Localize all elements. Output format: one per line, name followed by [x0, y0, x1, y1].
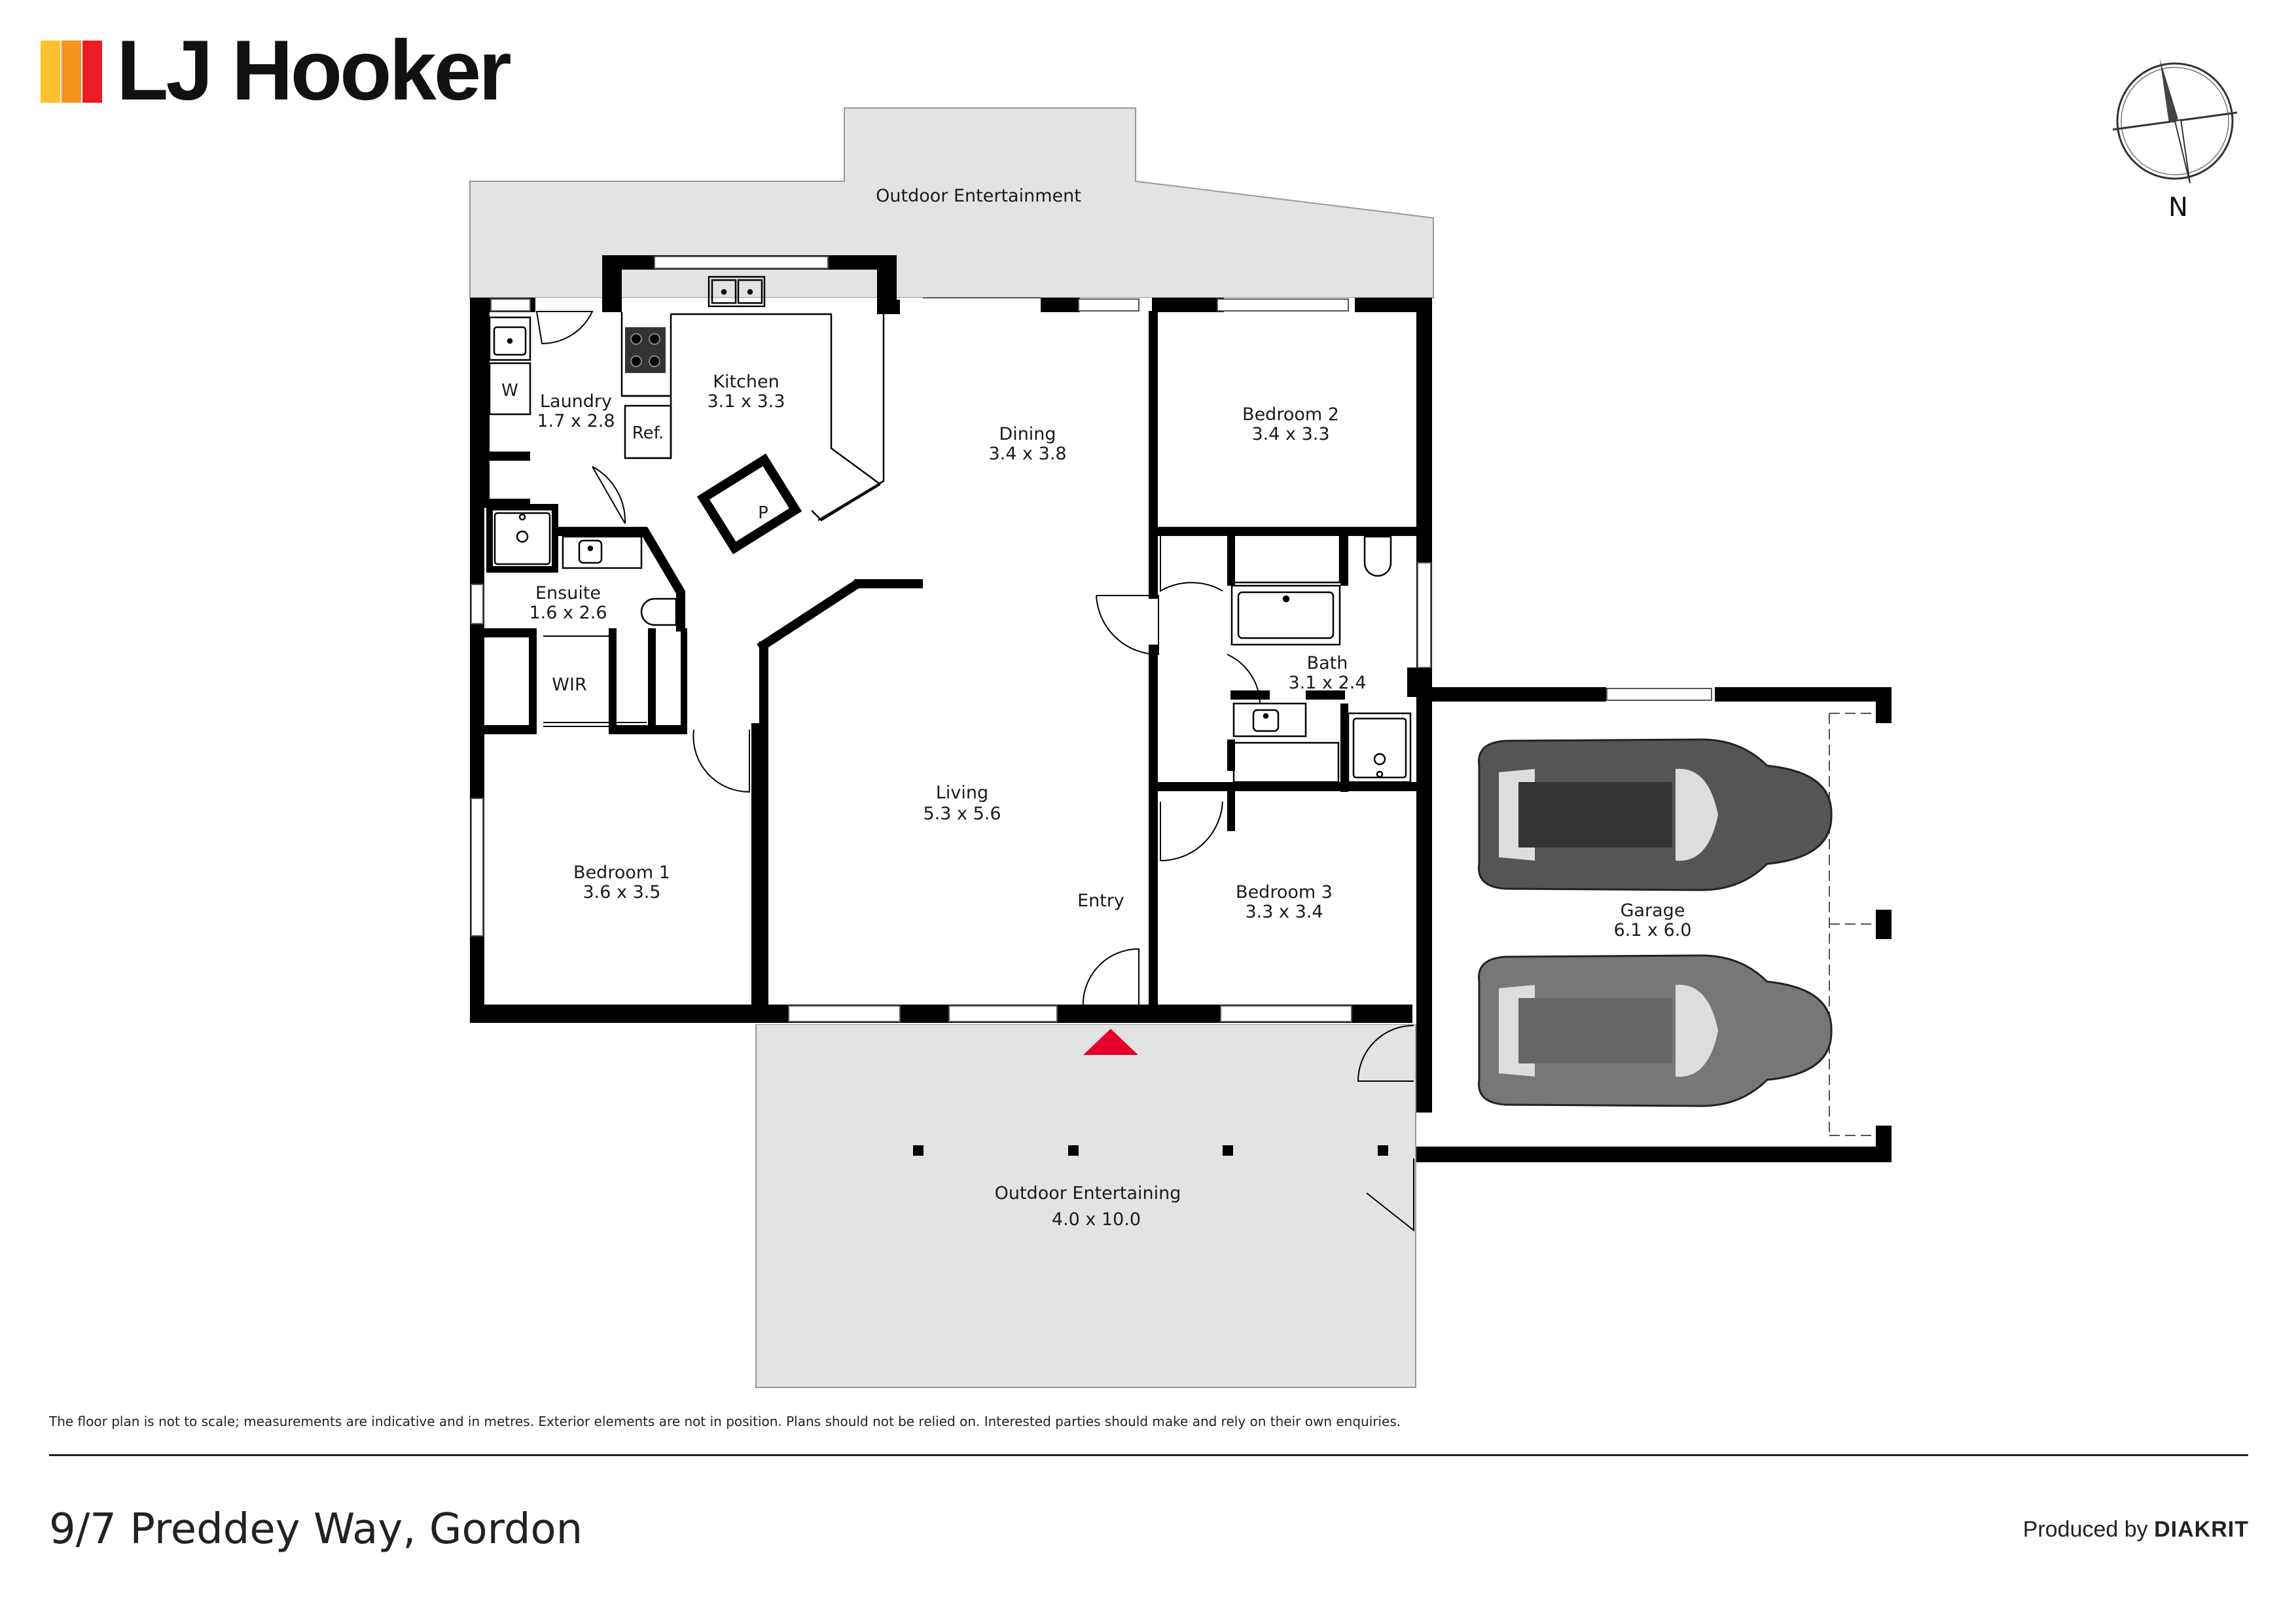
bath-shower-icon [1347, 712, 1412, 783]
laundry-tub-icon [488, 316, 531, 361]
produced-by-brand: DIAKRIT [2154, 1517, 2249, 1542]
room-name-outdoor-top: Outdoor Entertainment [876, 186, 1081, 206]
windows [471, 256, 1712, 1022]
room-name-wir: WIR [552, 675, 586, 695]
brand-name: LJ Hooker [117, 22, 512, 118]
ensuite-shower-icon [493, 512, 551, 565]
car-mid-icon [1478, 954, 1833, 1107]
room-name-bedroom3: Bedroom 3 [1236, 882, 1333, 902]
room-dims-ensuite: 1.6 x 2.6 [529, 603, 607, 623]
kitchen-sink-icon [708, 276, 766, 308]
pantry-label: P [758, 503, 768, 523]
room-name-garage: Garage [1621, 901, 1685, 921]
room-dims-bedroom1: 3.6 x 3.5 [583, 882, 660, 902]
room-dims-bath: 3.1 x 2.4 [1288, 673, 1366, 693]
room-dims-bedroom2: 3.4 x 3.3 [1251, 424, 1329, 444]
wir-sliding-doors [543, 635, 647, 727]
room-name-outdoor-bottom: Outdoor Entertaining [995, 1183, 1181, 1204]
garage-door-dashes [1829, 713, 1876, 1136]
produced-by: Produced by DIAKRIT [2023, 1517, 2249, 1543]
room-dims-outdoor-bottom: 4.0 x 10.0 [1052, 1209, 1141, 1230]
cooktop-icon [625, 327, 666, 373]
room-dims-living: 5.3 x 5.6 [923, 804, 1001, 824]
washer-icon [488, 362, 531, 416]
fridge-label: Ref. [632, 423, 664, 443]
room-dims-garage: 6.1 x 6.0 [1613, 920, 1691, 940]
room-name-dining: Dining [999, 424, 1056, 444]
washer-label: W [501, 381, 518, 401]
room-name-bedroom1: Bedroom 1 [573, 863, 670, 883]
room-dims-dining: 3.4 x 3.8 [988, 444, 1066, 464]
bath-toilet-icon [1363, 535, 1392, 577]
door-swings [535, 311, 1414, 1232]
property-address: 9/7 Preddey Way, Gordon [49, 1505, 583, 1554]
produced-by-prefix: Produced by [2022, 1517, 2148, 1542]
compass-label: N [2168, 192, 2188, 223]
outdoor-entertaining-area [755, 1024, 1416, 1388]
lj-hooker-logo-mark-icon [41, 41, 102, 103]
bathtub-icon [1230, 584, 1341, 646]
room-name-bedroom2: Bedroom 2 [1242, 404, 1339, 425]
ensuite-vanity-icon [562, 535, 643, 569]
room-dims-bedroom3: 3.3 x 3.4 [1245, 902, 1323, 922]
kitchen-benches [620, 270, 885, 522]
room-name-kitchen: Kitchen [713, 372, 779, 392]
bath-vanity-icon [1232, 702, 1307, 738]
footer-divider [49, 1454, 2248, 1456]
room-name-bath: Bath [1307, 653, 1348, 673]
entry-marker-icon [1083, 1029, 1138, 1055]
room-dims-laundry: 1.7 x 2.8 [537, 411, 615, 431]
room-name-living: Living [936, 783, 988, 803]
room-name-ensuite: Ensuite [535, 583, 601, 603]
ensuite-toilet-icon [640, 597, 677, 626]
room-dims-kitchen: 3.1 x 3.3 [707, 391, 785, 412]
interior-walls [483, 311, 1420, 1021]
north-compass-icon: N [2112, 59, 2238, 223]
pergola-posts [913, 1145, 1388, 1156]
car-dark-icon [1478, 738, 1833, 891]
disclaimer-text: The floor plan is not to scale; measurem… [49, 1414, 1401, 1429]
room-name-laundry: Laundry [540, 391, 612, 412]
room-name-entry: Entry [1077, 891, 1124, 911]
